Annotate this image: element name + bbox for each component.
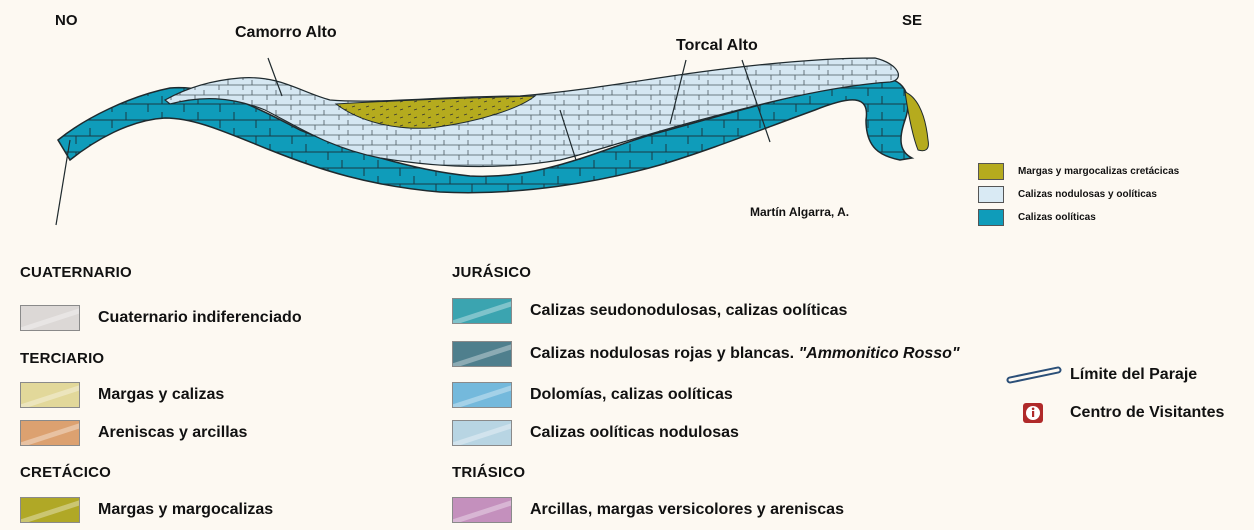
legend-label: Cuaternario indiferenciado bbox=[98, 309, 302, 326]
mini-legend-label: Calizas nodulosas y oolíticas bbox=[1018, 189, 1157, 200]
cross-section-legend: Margas y margocalizas cretácicas Calizas… bbox=[978, 160, 1179, 229]
legend-swatch bbox=[20, 420, 80, 446]
legend-item: Calizas seudonodulosas, calizas oolítica… bbox=[452, 298, 847, 324]
legend-swatch bbox=[978, 163, 1004, 180]
legend-swatch bbox=[452, 382, 512, 408]
legend-label: Calizas oolíticas nodulosas bbox=[530, 424, 739, 441]
map-legend-label: Centro de Visitantes bbox=[1070, 404, 1225, 421]
legend-item: Dolomías, calizas oolíticas bbox=[452, 382, 733, 408]
compass-se-label: SE bbox=[902, 12, 923, 29]
legend-label-text: Calizas nodulosas rojas y blancas. bbox=[530, 345, 795, 362]
legend-label: Areniscas y arcillas bbox=[98, 424, 248, 441]
legend-swatch bbox=[452, 497, 512, 523]
author-credit: Martín Algarra, A. bbox=[750, 205, 850, 219]
map-legend-boundary: Límite del Paraje bbox=[1006, 364, 1197, 386]
legend-item: Arcillas, margas versicolores y arenisca… bbox=[452, 497, 844, 523]
map-legend-label: Límite del Paraje bbox=[1070, 366, 1198, 383]
legend-label: Arcillas, margas versicolores y arenisca… bbox=[530, 501, 844, 518]
fault-line bbox=[741, 59, 771, 143]
legend-label: Calizas nodulosas rojas y blancas. "Ammo… bbox=[530, 345, 960, 363]
legend-swatch bbox=[978, 186, 1004, 203]
peak-label-camorro-alto: Camorro Alto bbox=[235, 24, 337, 41]
geological-cross-section bbox=[55, 57, 929, 226]
legend-label: Margas y calizas bbox=[98, 386, 225, 403]
map-legend-visitor-center: Centro de Visitantes bbox=[1022, 402, 1224, 424]
mini-legend-label: Calizas oolíticas bbox=[1018, 212, 1096, 223]
legend-swatch bbox=[20, 305, 80, 331]
mini-legend-item: Calizas oolíticas bbox=[978, 206, 1179, 229]
peak-label-torcal-alto: Torcal Alto bbox=[676, 37, 758, 54]
legend-item: Margas y margocalizas bbox=[20, 497, 273, 523]
nodular-limestone-layer bbox=[163, 57, 900, 168]
section-heading-cretacico: CRETÁCICO bbox=[20, 464, 111, 481]
legend-item: Cuaternario indiferenciado bbox=[20, 305, 302, 331]
section-heading-triasico: TRIÁSICO bbox=[452, 464, 526, 481]
fold-hinge-layer bbox=[904, 91, 929, 152]
legend-item: Areniscas y arcillas bbox=[20, 420, 247, 446]
mini-legend-item: Calizas nodulosas y oolíticas bbox=[978, 183, 1179, 206]
fault-line bbox=[559, 109, 577, 161]
fault-line bbox=[669, 59, 687, 125]
info-icon bbox=[1023, 403, 1043, 423]
legend-label: Margas y margocalizas bbox=[98, 501, 274, 518]
cretaceous-marl-layer bbox=[334, 95, 537, 129]
legend-label-italic: "Ammonitico Rosso" bbox=[798, 345, 960, 362]
mini-legend-item: Margas y margocalizas cretácicas bbox=[978, 160, 1179, 183]
legend-label: Dolomías, calizas oolíticas bbox=[530, 386, 733, 403]
legend-swatch bbox=[452, 298, 512, 324]
legend-item: Calizas oolíticas nodulosas bbox=[452, 420, 739, 446]
legend-swatch bbox=[978, 209, 1004, 226]
fault-line bbox=[267, 57, 283, 97]
legend-item: Margas y calizas bbox=[20, 382, 224, 408]
fault-line bbox=[55, 139, 71, 226]
legend-swatch bbox=[452, 420, 512, 446]
mini-legend-label: Margas y margocalizas cretácicas bbox=[1018, 166, 1180, 177]
legend-swatch bbox=[20, 497, 80, 523]
legend-item: Calizas nodulosas rojas y blancas. "Ammo… bbox=[452, 341, 960, 367]
legend-label: Calizas seudonodulosas, calizas oolítica… bbox=[530, 302, 848, 319]
legend-swatch bbox=[452, 341, 512, 367]
boundary-line-icon bbox=[1006, 366, 1062, 384]
legend-swatch bbox=[20, 382, 80, 408]
section-heading-jurasico: JURÁSICO bbox=[452, 264, 532, 281]
section-heading-terciario: TERCIARIO bbox=[20, 350, 105, 367]
compass-nw-label: NO bbox=[55, 12, 78, 29]
section-heading-cuaternario: CUATERNARIO bbox=[20, 264, 132, 281]
